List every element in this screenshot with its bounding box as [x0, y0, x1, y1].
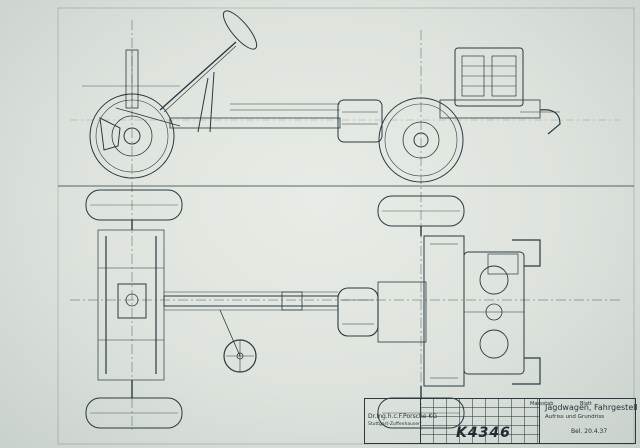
steering-column-side	[159, 41, 237, 111]
plan-view	[85, 189, 541, 429]
revision-grid	[421, 399, 540, 443]
drawing-number: K4346	[456, 425, 511, 441]
backbone-tube	[163, 295, 339, 307]
sheet-border	[57, 7, 635, 445]
engine-side	[454, 47, 524, 107]
exhaust-plan	[512, 239, 541, 267]
engine-plan	[463, 251, 525, 375]
rear-wheel-side	[378, 97, 464, 183]
steering-wheel-side	[222, 10, 258, 50]
drawing-subtitle: Aufriss und Grundriss	[545, 414, 605, 420]
title-block: Jagdwagen, Fahrgestell Aufriss und Grund…	[420, 398, 638, 444]
frame-backbone-side	[169, 117, 341, 129]
transaxle-side	[337, 99, 383, 143]
front-right-tyre	[85, 397, 183, 429]
drawing-date: Bel. 20.4.37	[571, 428, 608, 435]
company-name: Dr.Ing.h.c.F.Porsche KG	[368, 413, 437, 420]
rear-subframe	[423, 235, 465, 387]
drawing-title: Jagdwagen, Fahrgestell	[545, 403, 638, 412]
front-axle-frame	[97, 229, 165, 381]
side-view	[82, 10, 561, 183]
exhaust-side	[539, 109, 561, 135]
transaxle-plan	[337, 287, 379, 337]
company-block: Dr.Ing.h.c.F.Porsche KG Stuttgart-Zuffen…	[364, 398, 437, 444]
company-location: Stuttgart-Zuffenhausen	[368, 422, 421, 427]
sheet-label: Blatt	[580, 401, 592, 407]
front-left-tyre	[85, 189, 183, 221]
scale-label: Massstab	[530, 401, 554, 407]
